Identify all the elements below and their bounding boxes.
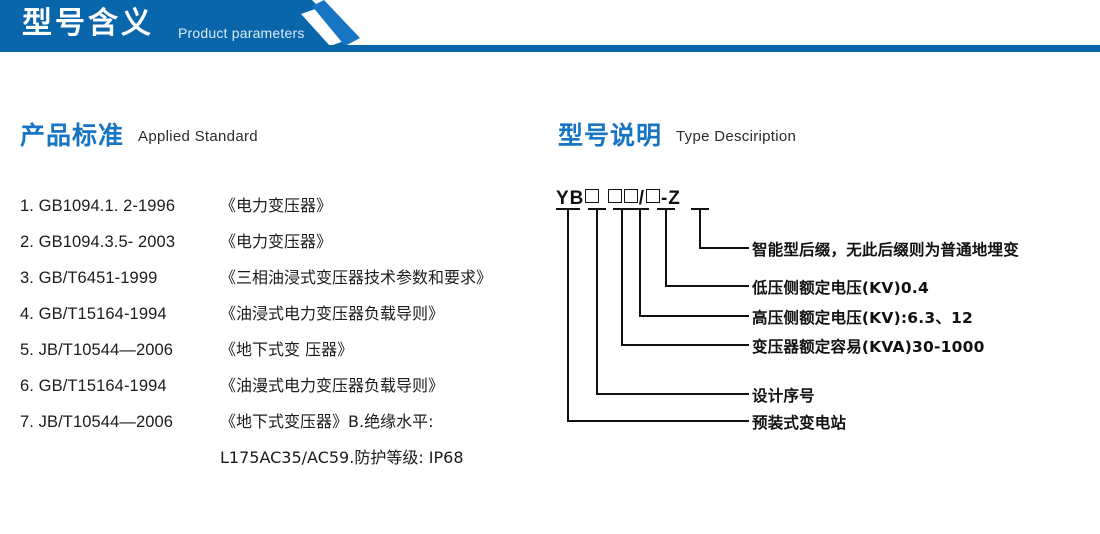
standard-index: 6.: [20, 377, 34, 395]
standard-number: GB/T15164-1994: [38, 377, 167, 395]
list-item: 7. JB/T10544—2006 《地下式变压器》B.绝缘水平:: [20, 408, 540, 444]
standard-number: JB/T10544—2006: [38, 413, 174, 431]
standard-index: 5.: [20, 341, 34, 359]
section-heading-cn: 产品标准: [20, 121, 125, 150]
list-item: 3. GB/T6451-1999 《三相油浸式变压器技术参数和要求》: [20, 264, 540, 300]
standard-number: GB1094.1. 2-1996: [38, 197, 176, 215]
standard-code: 2. GB1094.3.5- 2003: [20, 233, 220, 252]
section-heading-en: Type Desciription: [676, 128, 797, 145]
banner-shape-graphic: [0, 0, 360, 46]
banner-title-cn: 型号含义: [22, 6, 154, 41]
list-item: 5. JB/T10544—2006 《地下式变 压器》: [20, 336, 540, 372]
standard-title: 《油漫式电力变压器负载导则》: [220, 376, 445, 395]
code-suffix: Z: [668, 188, 681, 209]
annotation-prefab-substation: 预装式变电站: [752, 414, 847, 432]
standards-list: 1. GB1094.1. 2-1996 《电力变压器》 2. GB1094.3.…: [20, 192, 540, 480]
code-box-1: [585, 189, 600, 203]
standard-title: 《三相油浸式变压器技术参数和要求》: [220, 268, 493, 287]
list-item: 1. GB1094.1. 2-1996 《电力变压器》: [20, 192, 540, 228]
code-box-3: [623, 189, 638, 203]
standard-code: 3. GB/T6451-1999: [20, 269, 220, 288]
type-code-string: YB /-Z: [556, 188, 681, 210]
annotation-hv-voltage: 高压侧额定电压(KV):6.3、12: [752, 309, 974, 327]
banner-bottom-rule: [0, 45, 1100, 52]
standards-continuation-text: L175AC35/AC59.防护等级: IP68: [220, 448, 464, 467]
standard-number: GB/T6451-1999: [38, 269, 158, 287]
code-slash: /: [638, 188, 645, 209]
standard-code: 1. GB1094.1. 2-1996: [20, 197, 220, 216]
list-item: 4. GB/T15164-1994 《油浸式电力变压器负载导则》: [20, 300, 540, 336]
standard-title: 《电力变压器》: [220, 232, 333, 251]
section-heading-en: Applied Standard: [138, 128, 258, 145]
annotation-rated-capacity: 变压器额定容易(KVA)30-1000: [752, 338, 985, 356]
standard-title: 《地下式变 压器》: [220, 340, 354, 359]
standards-continuation-row: L175AC35/AC59.防护等级: IP68: [20, 444, 540, 480]
standard-title: 《油浸式电力变压器负载导则》: [220, 304, 445, 323]
leader-line-graphic: [556, 208, 749, 422]
code-box-4: [645, 189, 660, 203]
list-item: 2. GB1094.3.5- 2003 《电力变压器》: [20, 228, 540, 264]
list-item: 6. GB/T15164-1994 《油漫式电力变压器负载导则》: [20, 372, 540, 408]
code-box-2: [607, 189, 622, 203]
standard-number: GB/T15164-1994: [38, 305, 167, 323]
spacer: [20, 444, 220, 480]
standard-title: 《电力变压器》: [220, 196, 333, 215]
section-heading-applied-standard: 产品标准 Applied Standard: [20, 116, 258, 152]
page-banner: 型号含义 Product parameters: [0, 0, 1100, 53]
standard-number: GB1094.3.5- 2003: [38, 233, 176, 251]
standard-index: 3.: [20, 269, 34, 287]
standard-number: JB/T10544—2006: [38, 341, 174, 359]
section-heading-cn: 型号说明: [558, 121, 663, 150]
section-heading-type-description: 型号说明 Type Desciription: [558, 116, 796, 152]
banner-title-en: Product parameters: [178, 25, 305, 41]
standard-code: 6. GB/T15164-1994: [20, 377, 220, 396]
standard-code: 7. JB/T10544—2006: [20, 413, 220, 432]
code-dash: -: [660, 188, 669, 209]
code-prefix: YB: [556, 188, 585, 209]
annotation-design-serial: 设计序号: [752, 387, 815, 405]
standard-index: 4.: [20, 305, 34, 323]
standard-index: 2.: [20, 233, 34, 251]
standard-code: 4. GB/T15164-1994: [20, 305, 220, 324]
annotation-lv-voltage: 低压侧额定电压(KV)0.4: [752, 279, 929, 297]
type-code-diagram: YB /-Z 智能型后缀，无此后缀则为普通地埋变 低压侧额定电压(KV)0.4: [552, 188, 1100, 438]
standard-code: 5. JB/T10544—2006: [20, 341, 220, 360]
standard-index: 1.: [20, 197, 34, 215]
annotation-smart-suffix: 智能型后缀，无此后缀则为普通地埋变: [752, 241, 1019, 259]
standard-index: 7.: [20, 413, 34, 431]
standard-title: 《地下式变压器》B.绝缘水平:: [220, 412, 434, 431]
